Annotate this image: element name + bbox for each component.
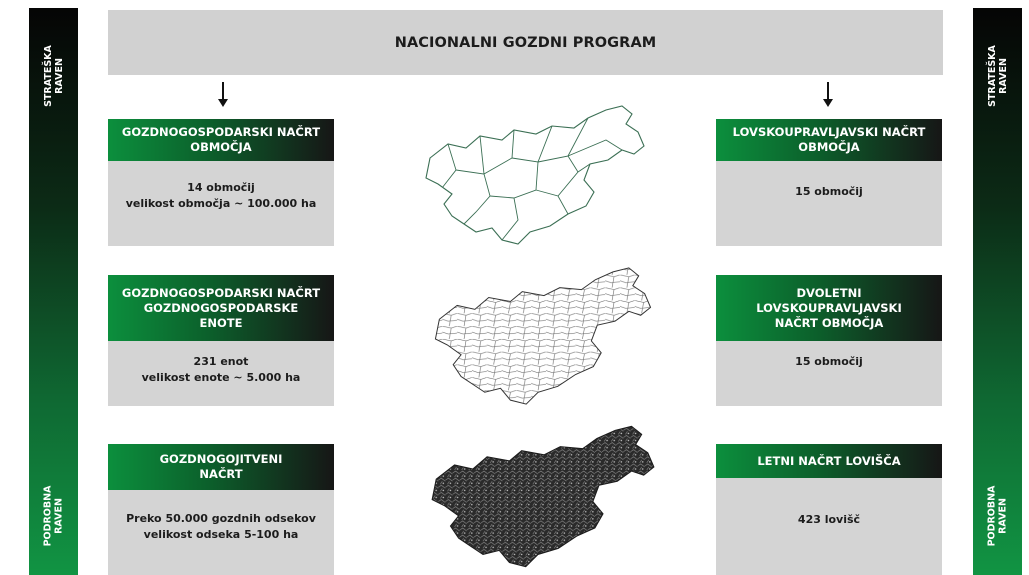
card-title: DVOLETNI LOVSKOUPRAVLJAVSKI NAČRT OBMOČJ… (716, 275, 942, 341)
card-body: 15 območij (795, 185, 863, 198)
annual-hunting-ground-plan-card: LETNI NAČRT LOVIŠČA 423 lovišč (716, 444, 942, 575)
card-body: 15 območij (795, 355, 863, 368)
left-down-arrow-icon (218, 82, 228, 107)
card-title: GOZDNOGOJITVENI NAČRT (108, 444, 334, 490)
header-title: NACIONALNI GOZDNI PROGRAM (394, 34, 657, 51)
left-level-bar: STRATEŠKA RAVEN PODROBNA RAVEN (29, 8, 78, 575)
card-body: 231 enot velikost enote ~ 5.000 ha (141, 355, 301, 384)
national-program-header: NACIONALNI GOZDNI PROGRAM (108, 10, 943, 75)
card-title: GOZDNOGOSPODARSKI NAČRT GOZDNOGOSPODARSK… (108, 275, 334, 341)
card-body: 423 lovišč (797, 513, 861, 526)
hunting-area-plan-card: LOVSKOUPRAVLJAVSKI NAČRT OBMOČJA 15 obmo… (716, 119, 942, 246)
slovenia-units-map (434, 267, 652, 405)
slovenia-compartments-map (431, 425, 655, 568)
forest-unit-plan-card: GOZDNOGOSPODARSKI NAČRT GOZDNOGOSPODARSK… (108, 275, 334, 406)
card-title: GOZDNOGOSPODARSKI NAČRT OBMOČJA (108, 119, 334, 161)
right-level-bar: STRATEŠKA RAVEN PODROBNA RAVEN (973, 8, 1022, 575)
right-down-arrow-icon (823, 82, 833, 107)
card-body: Preko 50.000 gozdnih odsekov velikost od… (126, 512, 316, 541)
card-title: LOVSKOUPRAVLJAVSKI NAČRT OBMOČJA (716, 119, 942, 161)
silviculture-plan-card: GOZDNOGOJITVENI NAČRT Preko 50.000 gozdn… (108, 444, 334, 575)
card-title: LETNI NAČRT LOVIŠČA (716, 444, 942, 478)
slovenia-areas-map (425, 105, 645, 245)
card-body: 14 območij velikost območja ~ 100.000 ha (125, 181, 317, 210)
forest-area-plan-card: GOZDNOGOSPODARSKI NAČRT OBMOČJA 14 območ… (108, 119, 334, 246)
biennial-hunting-plan-card: DVOLETNI LOVSKOUPRAVLJAVSKI NAČRT OBMOČJ… (716, 275, 942, 406)
